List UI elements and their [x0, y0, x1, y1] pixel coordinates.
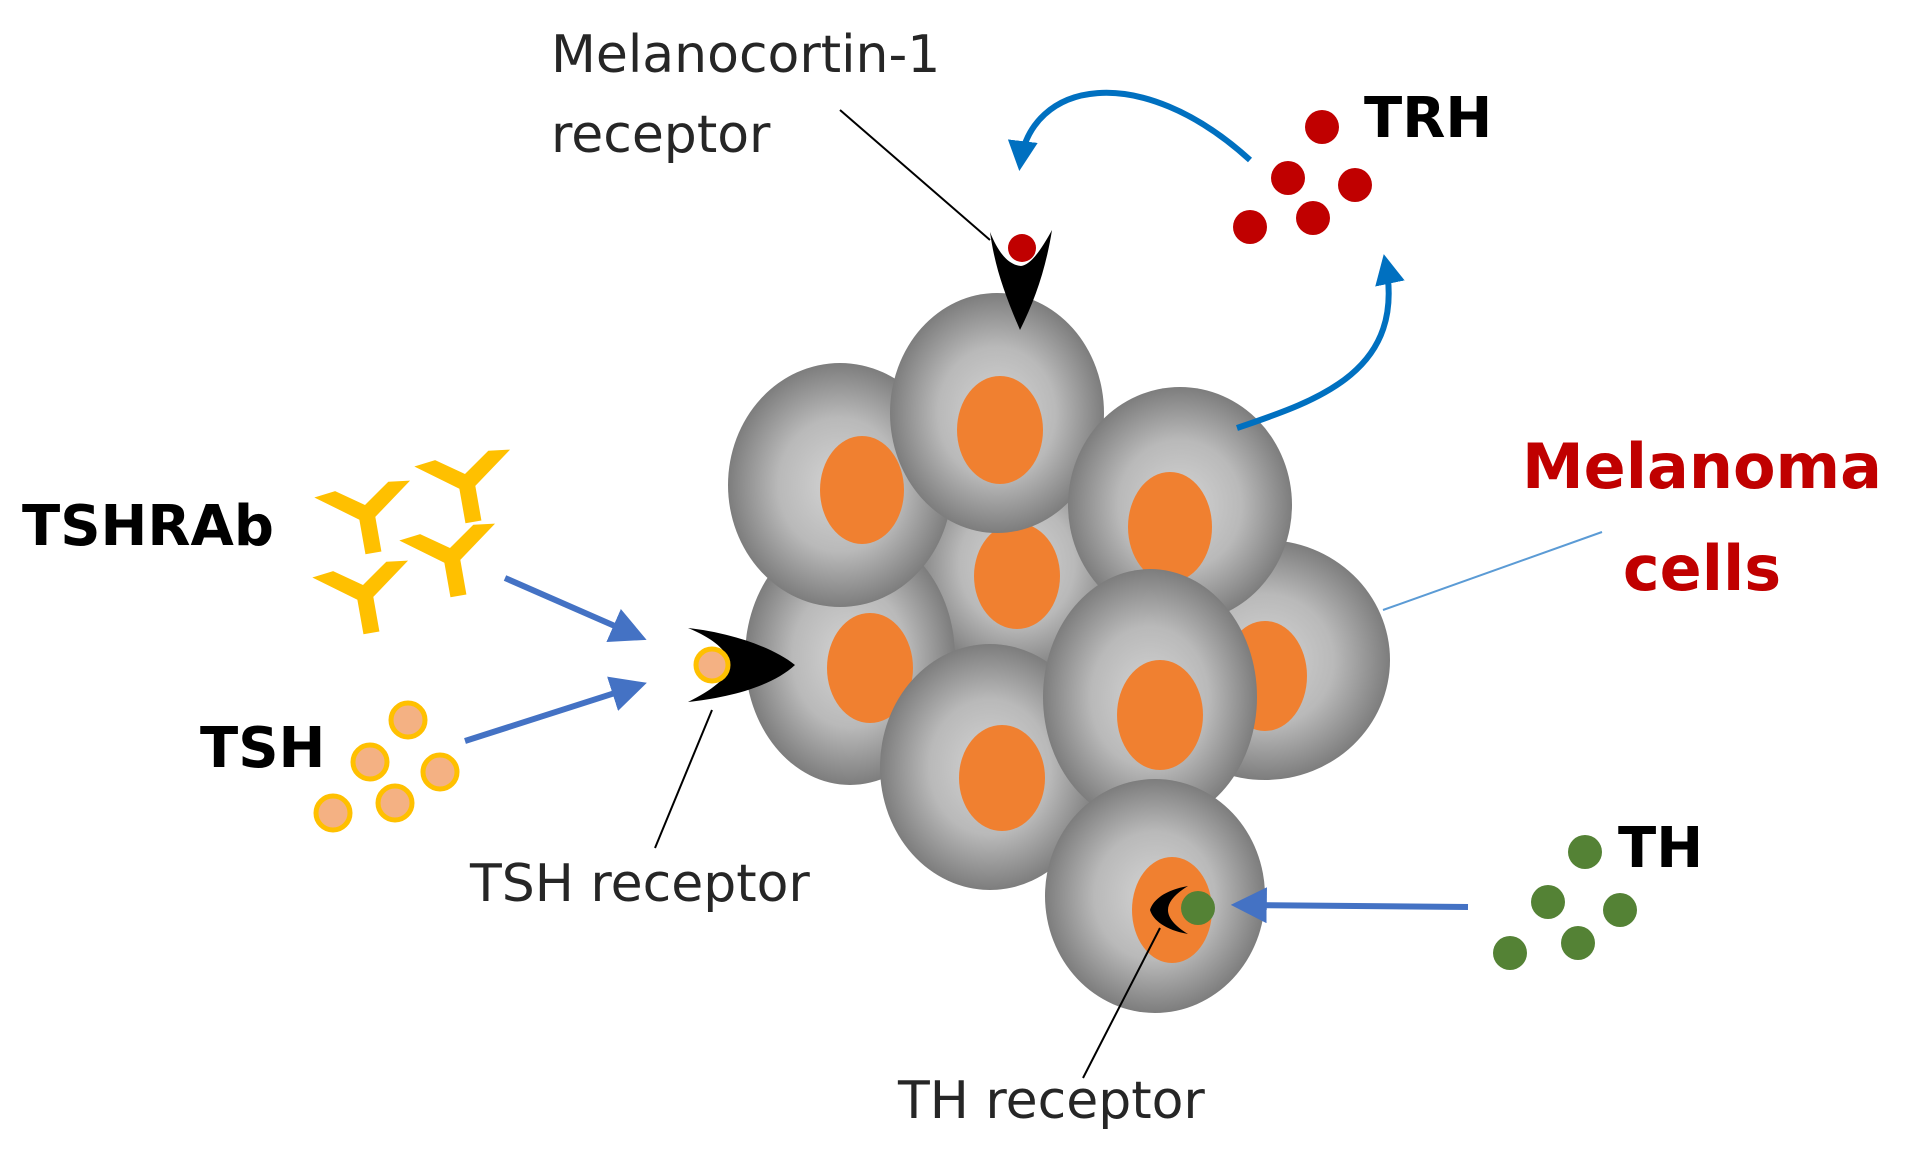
- cell-nucleus: [959, 725, 1045, 831]
- melanoma-cell: [1068, 387, 1292, 623]
- melanoma-label-line1: Melanoma: [1521, 430, 1882, 503]
- tsh-receptor-pointer-line: [654, 709, 713, 849]
- tsh-receptor-label: TSH receptor: [470, 854, 810, 914]
- tsh-molecules: [313, 700, 460, 833]
- tshrab-arrow: [503, 575, 647, 642]
- th-receptor-label: TH receptor: [898, 1071, 1205, 1131]
- tsh-arrow: [464, 676, 647, 744]
- th-arrow: [1230, 887, 1469, 924]
- melanoma-pointer-line: [1382, 531, 1603, 611]
- curved-arrow-trh-to-receptor: [1007, 89, 1253, 171]
- cell-nucleus: [957, 376, 1043, 484]
- bound-th-molecule: [1181, 891, 1215, 925]
- tsh-label: TSH: [200, 716, 326, 781]
- bound-tsh-molecule: [693, 646, 731, 684]
- melanoma-cell-cluster: [728, 293, 1390, 1013]
- melanoma-cell: [1045, 779, 1265, 1013]
- tshrab-label: TSHRAb: [22, 494, 274, 559]
- mc1r-pointer-line: [839, 109, 991, 241]
- mc1r-label-line1: Melanocortin-1: [551, 25, 941, 85]
- cell-nucleus: [974, 523, 1060, 629]
- trh-molecules: [1233, 110, 1372, 244]
- tsh-receptor: [688, 628, 795, 702]
- bound-trh-molecule: [1008, 234, 1036, 262]
- melanoma-cell: [890, 293, 1104, 533]
- th-receptor: [1150, 886, 1215, 934]
- cell-nucleus: [1117, 660, 1203, 770]
- melanoma-label-line2: cells: [1622, 532, 1782, 605]
- th-receptor-pointer-line: [1082, 927, 1161, 1079]
- curved-arrow-cell-to-trh: [1236, 254, 1405, 431]
- cell-nucleus: [827, 613, 913, 723]
- melanocortin-1-receptor: [990, 230, 1052, 330]
- cell-nucleus: [820, 436, 904, 544]
- mc1r-label-line2: receptor: [551, 105, 771, 165]
- tshrab-antibodies: [311, 446, 522, 642]
- trh-label: TRH: [1364, 86, 1493, 151]
- cell-nucleus: [1132, 857, 1212, 963]
- cell-nucleus: [1128, 472, 1212, 582]
- melanoma-cell: [1043, 569, 1257, 825]
- th-molecules: [1493, 835, 1637, 970]
- th-label: TH: [1618, 816, 1704, 881]
